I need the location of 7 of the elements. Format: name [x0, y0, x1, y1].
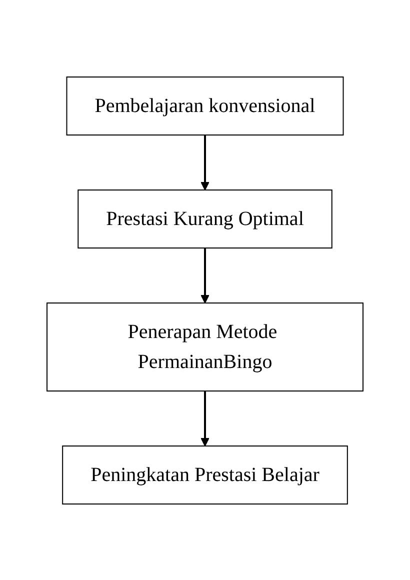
node-box: Prestasi Kurang Optimal — [78, 189, 332, 248]
arrow — [200, 390, 210, 446]
node-box: Penerapan Metode PermainanBingo — [46, 302, 364, 391]
arrow — [200, 134, 210, 190]
node-box: Peningkatan Prestasi Belajar — [62, 445, 348, 504]
node-box: Pembelajaran konvensional — [66, 76, 344, 135]
arrow — [200, 248, 210, 303]
